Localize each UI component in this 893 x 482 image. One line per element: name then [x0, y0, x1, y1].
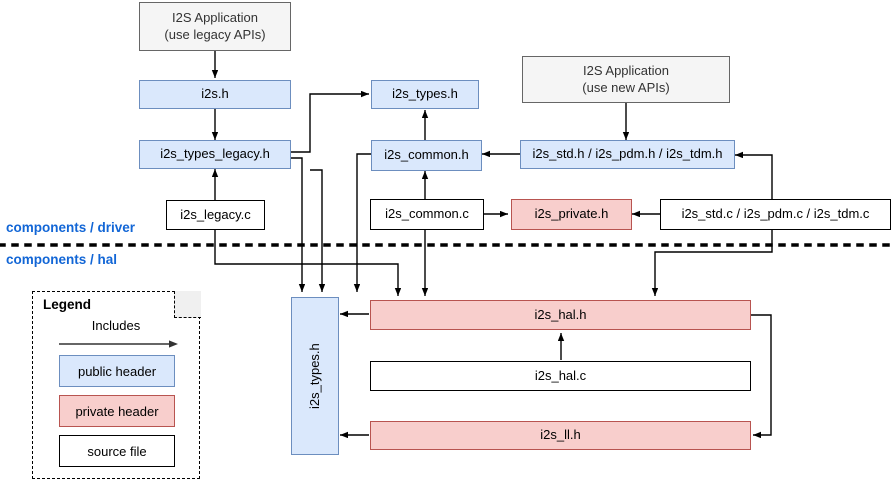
legend-panel: Legend Includes public header private he… [32, 290, 201, 479]
node-i2s-types-h-driver[interactable]: i2s_types.h [371, 80, 479, 109]
app-legacy-line1: I2S Application [171, 10, 258, 26]
app-new-line2: (use new APIs) [582, 79, 670, 95]
node-i2s-types-legacy-h[interactable]: i2s_types_legacy.h [139, 140, 291, 169]
node-i2s-legacy-c[interactable]: i2s_legacy.c [166, 200, 265, 230]
node-i2s-types-h-hal[interactable]: i2s_types.h [291, 297, 339, 455]
node-i2s-h[interactable]: i2s.h [139, 80, 291, 109]
legend-includes-label: Includes [91, 318, 141, 333]
node-i2s-ll-h[interactable]: i2s_ll.h [370, 421, 751, 450]
node-i2s-hal-h[interactable]: i2s_hal.h [370, 300, 751, 330]
legend-includes-arrow-icon [59, 340, 178, 348]
legend-source-file: source file [59, 435, 175, 467]
divider-label-hal: components / hal [6, 252, 118, 267]
app-new-line1: I2S Application [582, 63, 669, 79]
node-i2s-application-new[interactable]: I2S Application (use new APIs) [522, 56, 730, 103]
node-i2s-application-legacy[interactable]: I2S Application (use legacy APIs) [139, 2, 291, 51]
node-i2s-common-c[interactable]: i2s_common.c [370, 199, 484, 230]
node-i2s-common-h[interactable]: i2s_common.h [371, 140, 482, 171]
app-legacy-line2: (use legacy APIs) [164, 26, 266, 42]
node-i2s-hal-c[interactable]: i2s_hal.c [370, 361, 751, 391]
node-i2s-std-pdm-tdm-c[interactable]: i2s_std.c / i2s_pdm.c / i2s_tdm.c [660, 199, 891, 230]
legend-fold-corner-icon [173, 290, 201, 318]
node-i2s-std-pdm-tdm-h[interactable]: i2s_std.h / i2s_pdm.h / i2s_tdm.h [520, 140, 735, 169]
divider-label-driver: components / driver [6, 220, 136, 235]
include-arrows [211, 51, 773, 439]
node-i2s-private-h[interactable]: i2s_private.h [511, 199, 632, 230]
legend-public-header: public header [59, 355, 175, 387]
legend-private-header: private header [59, 395, 175, 427]
legend-title: Legend [43, 297, 92, 312]
